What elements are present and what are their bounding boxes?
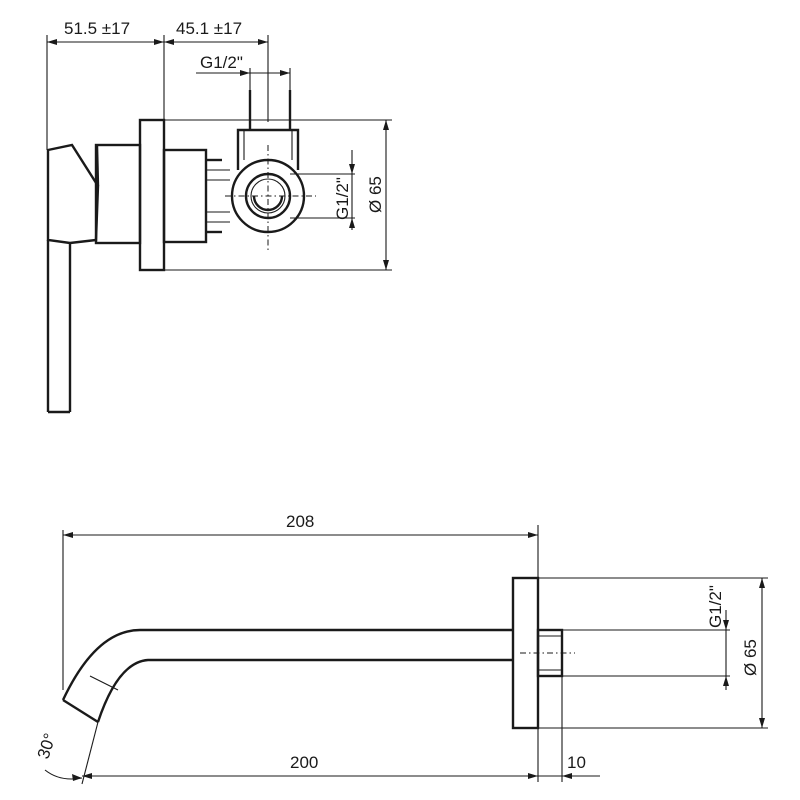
spout-thread-label: G1/2" [706, 585, 725, 628]
wall-plate [138, 118, 166, 272]
top-dimension-lines [46, 35, 269, 150]
side-thread-dimension [290, 150, 355, 230]
angle-dimension [44, 721, 99, 785]
spout-body [61, 628, 513, 724]
mixer-side-view: 51.5 ±17 45.1 ±17 G1/2" [46, 19, 392, 414]
length-total-dimension [62, 525, 539, 690]
dim-left-label: 51.5 ±17 [64, 19, 130, 38]
thread-side-label: G1/2" [333, 177, 352, 220]
length-spout-label: 200 [290, 753, 318, 772]
thread-top-label: G1/2" [200, 53, 243, 72]
diameter-dimension-bottom [538, 577, 768, 729]
spout-side-view: 208 30° [34, 512, 768, 785]
diameter-dimension-top [164, 119, 392, 271]
handle-body [94, 143, 142, 245]
diameter-bottom-label: Ø 65 [741, 639, 760, 676]
dim-right-label: 45.1 ±17 [176, 19, 242, 38]
spout-thread-dimension [562, 610, 730, 690]
diameter-top-label: Ø 65 [366, 176, 385, 213]
outlet-fitting [225, 145, 316, 250]
connector-box [236, 90, 300, 170]
angle-label: 30° [34, 731, 60, 761]
plate-thickness-label: 10 [567, 753, 586, 772]
plate-thickness-dimension [538, 676, 600, 782]
handle-lever [46, 143, 100, 414]
length-total-label: 208 [286, 512, 314, 531]
top-thread-dimension [196, 68, 291, 128]
length-spout-dimension [82, 728, 539, 782]
valve-body [162, 148, 230, 244]
spout-connector [520, 628, 575, 678]
